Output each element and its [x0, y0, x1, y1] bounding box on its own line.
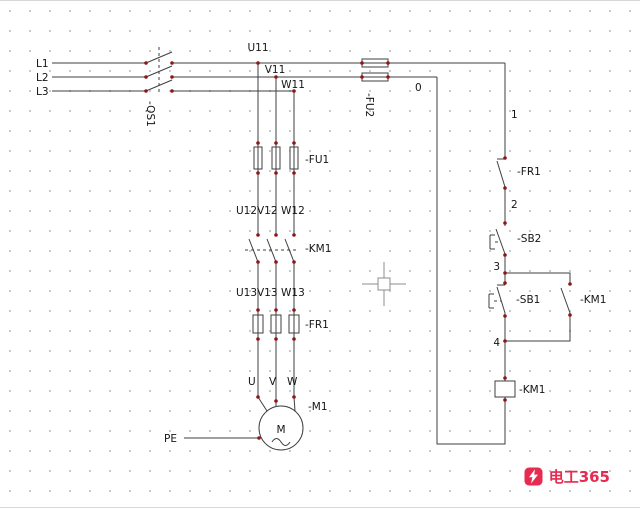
phase-label-l3: L3	[36, 86, 49, 98]
wire-label-u13: U13	[236, 287, 257, 299]
device-label-fr1-ctrl: -FR1	[517, 166, 541, 178]
device-label-km1-aux: -KM1	[580, 294, 606, 306]
junction-dots	[144, 61, 572, 440]
device-label-m1: -M1	[308, 401, 328, 413]
km1-aux-contact	[560, 287, 571, 314]
qs1-disconnect-switch	[145, 47, 173, 95]
wire-number-1: 1	[511, 109, 518, 121]
sb2-start-button	[489, 228, 506, 255]
km1-main-contacts	[245, 238, 298, 263]
sb1-stop-button	[488, 284, 506, 314]
km1-coil	[494, 380, 516, 398]
phase-label-l2: L2	[36, 72, 49, 84]
wire-label-v12: V12	[257, 205, 278, 217]
pe-label: PE	[164, 433, 177, 445]
fu2-control-fuses	[361, 58, 389, 82]
motor-letter: M	[276, 424, 285, 436]
wire-label-w12: W12	[281, 205, 305, 217]
wire-label-w: W	[287, 376, 298, 388]
fr1-nc-contact	[496, 158, 506, 188]
device-label-km1-main: -KM1	[305, 243, 331, 255]
phase-droppers	[257, 63, 295, 401]
wire-number-2: 2	[511, 199, 518, 211]
wire-number-0: 0	[415, 82, 422, 94]
wire-label-u: U	[248, 376, 256, 388]
wire-label-w11: W11	[281, 79, 305, 91]
wire-label-v: V	[269, 376, 277, 388]
wire-label-v13: V13	[257, 287, 278, 299]
control-circuit-wires	[436, 63, 571, 445]
device-label-fu2: -FU2	[363, 93, 375, 117]
wire-label-u12: U12	[236, 205, 257, 217]
device-label-sb1: -SB1	[516, 294, 540, 306]
brand-lightning-icon	[524, 467, 543, 486]
wire-number-3: 3	[493, 261, 500, 273]
cad-crosshair	[362, 262, 406, 306]
wire-label-v11: V11	[265, 64, 286, 76]
wire-number-4: 4	[493, 337, 500, 349]
device-label-km1-coil: -KM1	[519, 384, 545, 396]
watermark: 电工365	[524, 466, 610, 487]
brand-text: 电工365	[548, 468, 610, 486]
wire-label-w13: W13	[281, 287, 305, 299]
device-label-sb2: -SB2	[517, 233, 541, 245]
device-label-fr1-main: -FR1	[305, 319, 329, 331]
device-label-qs1: -QS1	[144, 101, 156, 127]
phase-label-l1: L1	[36, 58, 49, 70]
motor-ac-wave-icon	[271, 438, 291, 446]
device-label-fu1: -FU1	[305, 154, 329, 166]
supply-bus-wires	[52, 62, 505, 92]
motor-m1	[258, 405, 304, 451]
wire-label-u11: U11	[247, 42, 268, 54]
